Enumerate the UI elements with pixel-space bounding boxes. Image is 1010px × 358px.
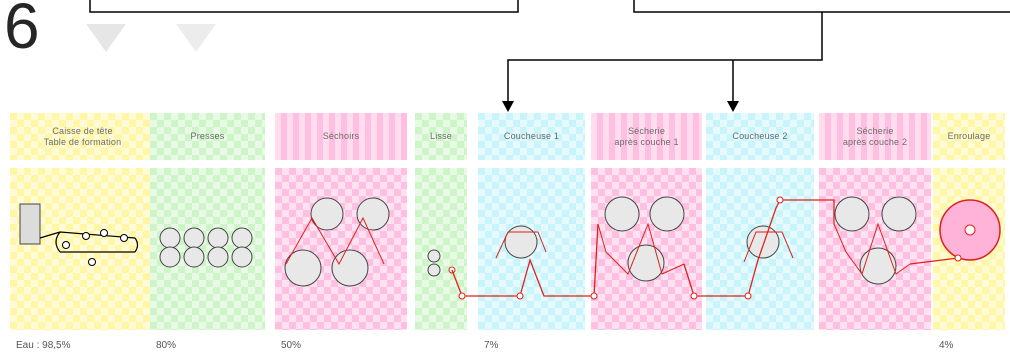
coater-blade-1: [495, 231, 547, 259]
roller-icon: [159, 227, 181, 249]
section-panel-caisse: [10, 168, 155, 330]
arrowhead-coucheuse-2: [727, 101, 739, 112]
roller-icon: [504, 225, 538, 259]
roller-icon: [207, 246, 229, 268]
section-title-presses: Presses: [190, 131, 225, 141]
arrowhead-coucheuse-1: [502, 101, 514, 112]
section-header-presses: Presses: [150, 113, 265, 160]
roller-icon: [604, 196, 640, 232]
section-header-secherie2: Sécherie après couche 2: [819, 113, 931, 160]
small-roller-icon: [88, 258, 96, 266]
roller-icon: [231, 246, 253, 268]
roller-icon: [331, 249, 369, 287]
section-header-coucheuse1: Coucheuse 1: [478, 113, 585, 160]
section-header-caisse: Caisse de tête Table de formation: [10, 113, 155, 160]
section-header-enroulage: Enroulage: [933, 113, 1005, 160]
guide-roller-icon: [516, 292, 524, 300]
section-water-percent-coucheuse1: 7%: [484, 340, 499, 351]
roller-icon: [310, 197, 344, 231]
section-water-percent-enroulage: 4%: [939, 340, 954, 351]
roller-icon: [627, 244, 665, 282]
section-title-lisse: Lisse: [429, 131, 452, 141]
roller-icon: [183, 246, 205, 268]
callout-box-right: [633, 0, 1010, 13]
section-title-secherie1: Sécherie après couche 1: [614, 125, 679, 147]
guide-roller-icon: [776, 196, 784, 204]
section-water-percent-presses: 80%: [156, 340, 177, 351]
section-title-coucheuse1: Coucheuse 1: [503, 131, 560, 141]
forming-wire: [39, 231, 139, 253]
guide-roller-icon: [954, 254, 962, 262]
callout-box-left: [89, 0, 519, 13]
headbox-icon: [19, 203, 41, 245]
connector-to-coucheuse-1: [507, 12, 823, 104]
section-header-secherie1: Sécherie après couche 1: [591, 113, 702, 160]
paper-web-dryer: [285, 216, 385, 266]
section-panel-sechoirs: [275, 168, 407, 330]
guide-roller-icon: [744, 292, 752, 300]
section-header-lisse: Lisse: [415, 113, 467, 160]
roller-icon: [356, 197, 390, 231]
small-roller-icon: [62, 241, 70, 249]
reel-core-icon: [964, 224, 976, 236]
roller-icon: [207, 227, 229, 249]
paper-web-secherie-1: [597, 222, 685, 275]
guide-roller-icon: [458, 292, 466, 300]
section-title-coucheuse2: Coucheuse 2: [732, 131, 788, 141]
section-panel-lisse: [415, 168, 467, 330]
paper-web: [909, 257, 959, 265]
paper-web-secherie-2: [833, 222, 911, 276]
section-water-percent-sechoirs: 50%: [281, 340, 302, 351]
roller-icon: [834, 196, 870, 232]
small-roller-icon: [82, 232, 90, 240]
coater-blade-2: [743, 231, 794, 263]
section-title-caisse: Caisse de tête Table de formation: [43, 125, 122, 147]
roller-icon: [231, 227, 253, 249]
section-header-coucheuse2: Coucheuse 2: [706, 113, 814, 160]
chevron-down-icon: [86, 24, 126, 52]
roller-icon: [159, 246, 181, 268]
roller-icon: [427, 263, 441, 277]
guide-roller-icon: [590, 292, 598, 300]
roller-icon: [649, 196, 685, 232]
roller-icon: [427, 249, 441, 263]
roller-icon: [183, 227, 205, 249]
section-title-sechoirs: Séchoirs: [322, 131, 360, 141]
section-header-sechoirs: Séchoirs: [275, 113, 407, 160]
section-title-secherie2: Sécherie après couche 2: [842, 125, 908, 147]
roller-icon: [881, 196, 917, 232]
chevron-down-icon: [176, 24, 216, 52]
section-title-enroulage: Enroulage: [947, 131, 991, 141]
paper-web: [683, 199, 835, 297]
guide-roller-icon: [690, 292, 698, 300]
section-water-percent-caisse: Eau : 98,5%: [16, 340, 71, 351]
step-number: 6: [4, 0, 40, 62]
small-roller-icon: [120, 234, 128, 242]
roller-icon: [859, 247, 897, 285]
small-roller-icon: [100, 229, 108, 237]
roller-icon: [284, 249, 322, 287]
